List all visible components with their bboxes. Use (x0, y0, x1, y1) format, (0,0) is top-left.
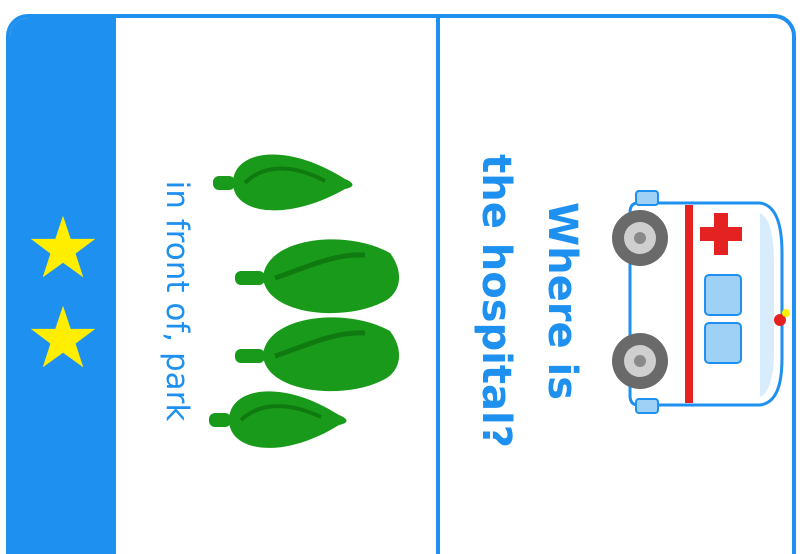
ambulance-icon (612, 190, 790, 414)
answer-text: in front of, park (159, 180, 195, 422)
card-divider (436, 18, 440, 554)
flash-card: in front of, park the hospital? Where is (6, 14, 796, 554)
star-icon (30, 305, 96, 368)
rating-stripe (10, 18, 116, 554)
star-icon (30, 215, 96, 278)
trees-icon (209, 154, 400, 448)
question-line-2: the hospital? (473, 154, 519, 448)
question-line-1: Where is (539, 201, 585, 401)
